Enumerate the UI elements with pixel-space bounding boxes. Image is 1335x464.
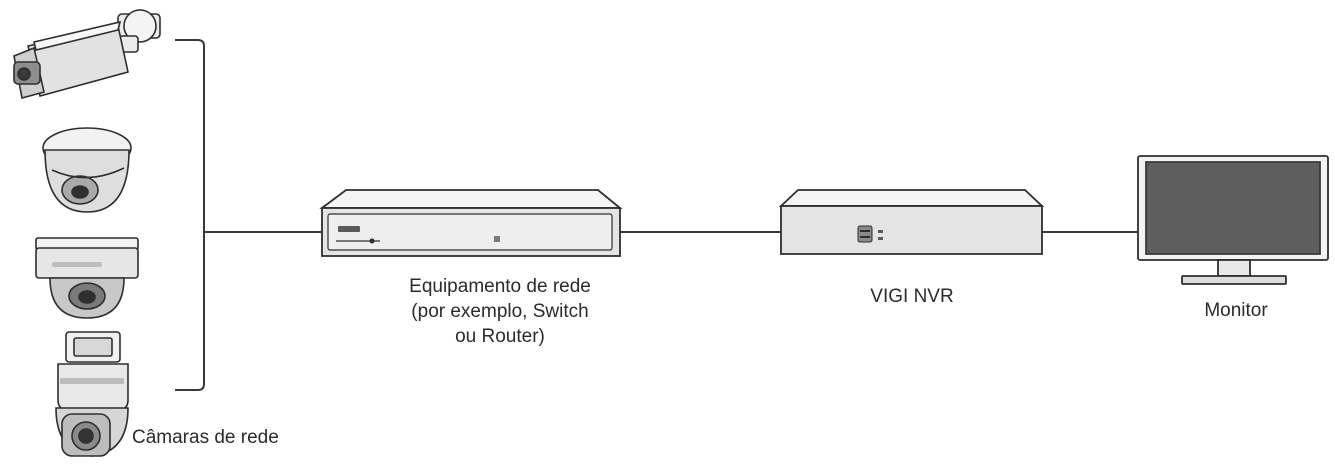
turret-camera-icon xyxy=(42,127,132,213)
network-switch-icon xyxy=(319,189,623,257)
nvr-device-icon xyxy=(778,189,1045,255)
network-equipment-label: Equipamento de rede (por exemplo, Switch… xyxy=(362,274,638,349)
network-equipment-label-line-3: ou Router) xyxy=(455,326,545,347)
nvr-label: VIGI NVR xyxy=(870,286,954,307)
connection-lines xyxy=(175,39,1138,391)
camera-bracket xyxy=(175,39,205,391)
ptz-camera-icon xyxy=(55,331,129,457)
bullet-camera-icon xyxy=(13,9,161,99)
network-equipment-label-line-1: Equipamento de rede xyxy=(409,276,591,297)
monitor-label: Monitor xyxy=(1204,300,1268,321)
network-equipment-label-line-2: (por exemplo, Switch xyxy=(411,301,589,322)
cameras-label: Câmaras de rede xyxy=(132,427,279,448)
dome-camera-icon xyxy=(35,237,139,319)
monitor-icon xyxy=(1137,155,1329,285)
